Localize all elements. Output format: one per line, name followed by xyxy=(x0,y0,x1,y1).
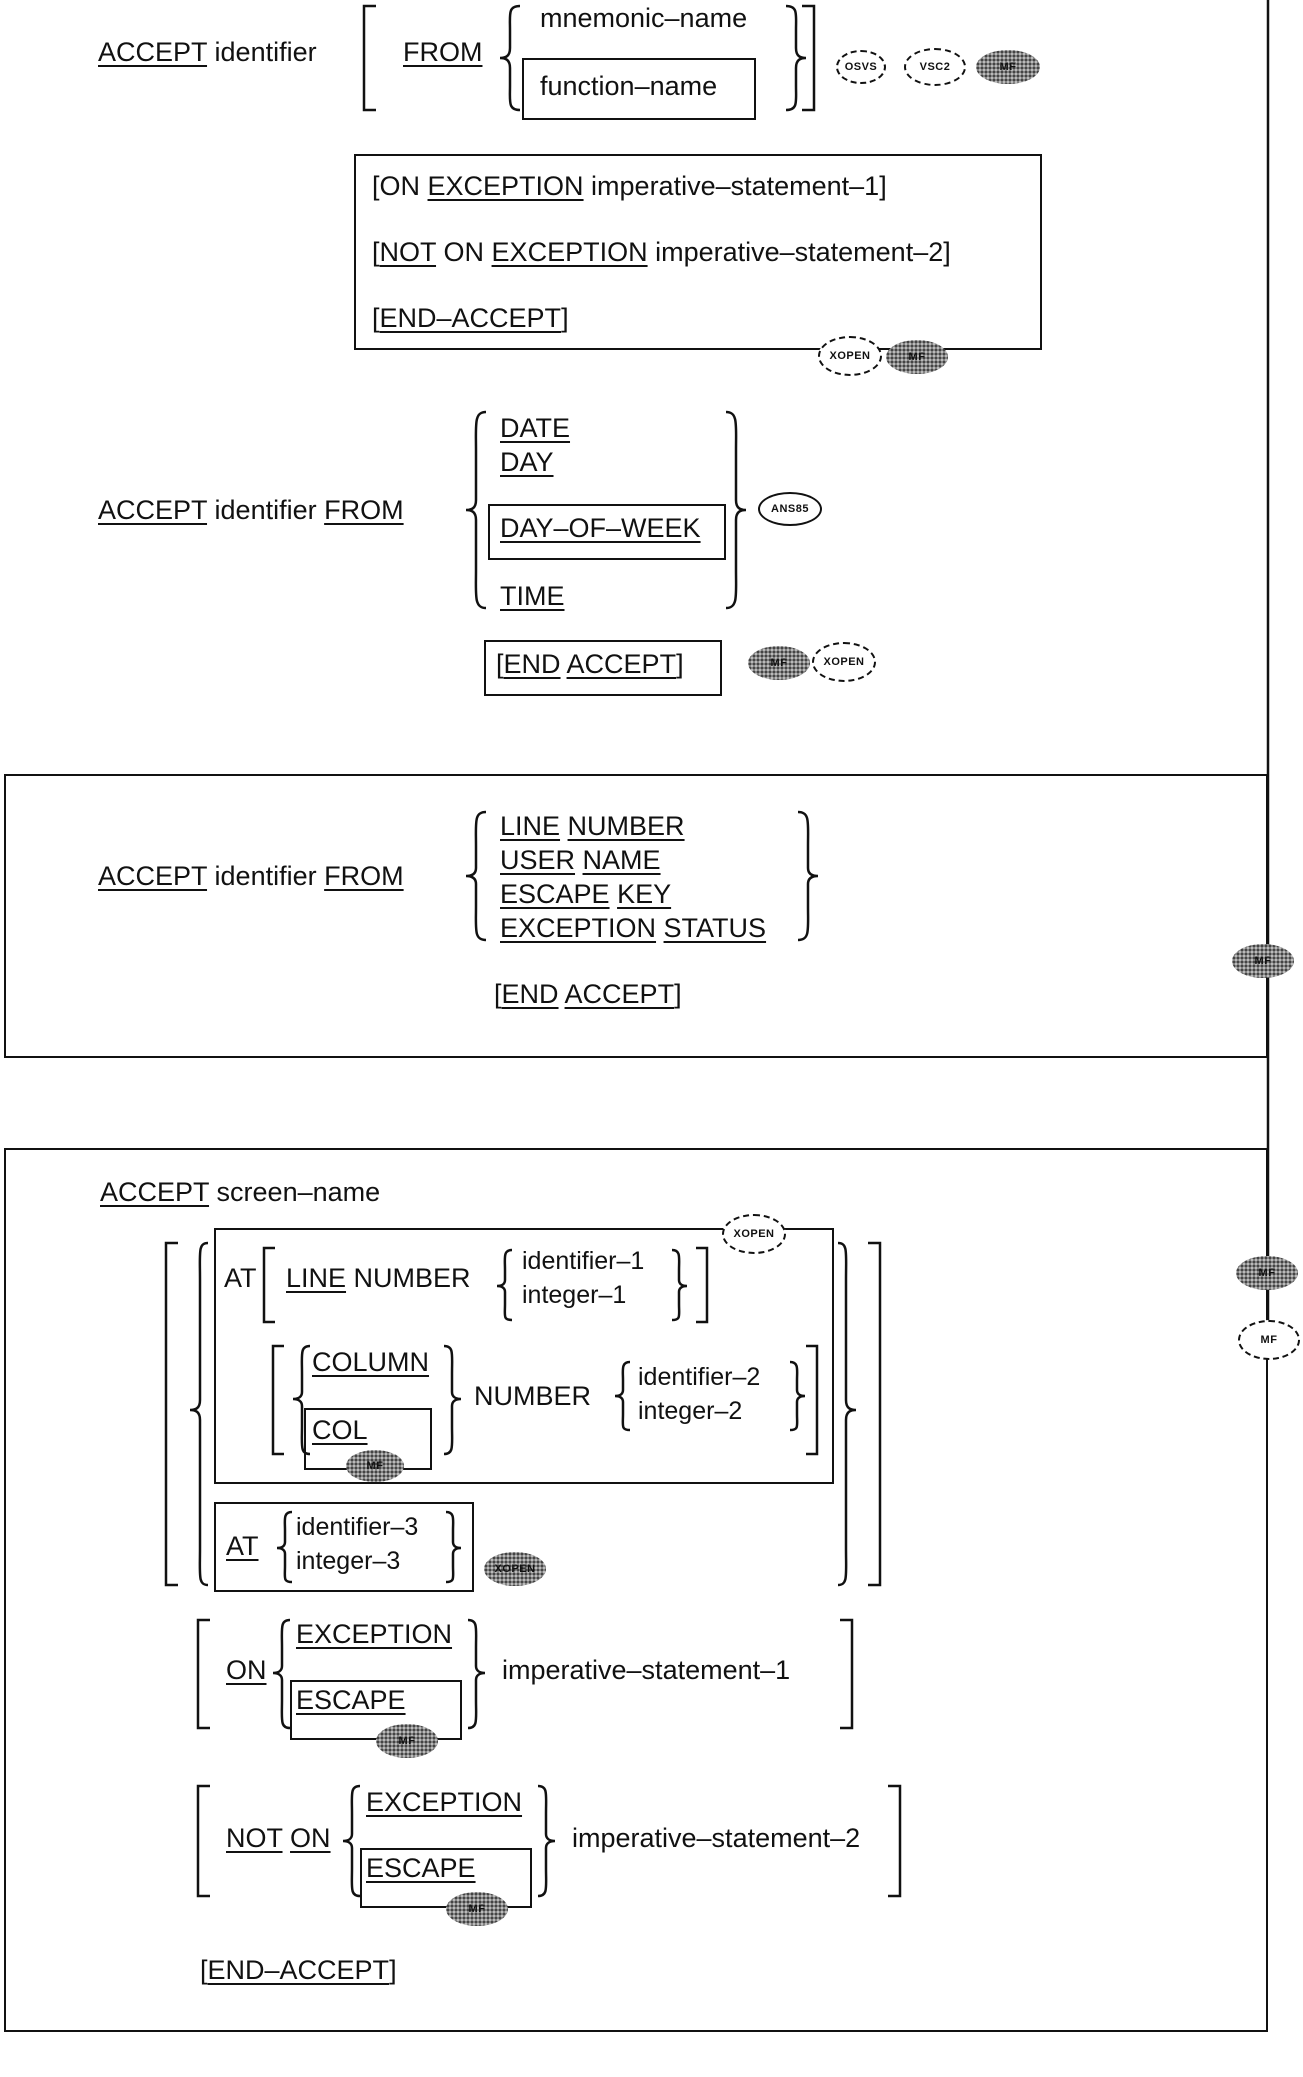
d1-on-exception-line: [ON EXCEPTION imperative–statement–1] xyxy=(372,171,887,201)
brace-left xyxy=(499,4,521,112)
brace-right xyxy=(785,4,807,112)
d4-exception-keyword-2: EXCEPTION xyxy=(366,1787,523,1817)
d4-identifier-1: identifier–1 xyxy=(522,1247,645,1275)
d4-at-identifier-3-box xyxy=(214,1502,474,1592)
d1-from-keyword: FROM xyxy=(403,37,483,67)
osvs-badge: OSVS xyxy=(836,50,886,84)
d4-escape-keyword: ESCAPE xyxy=(296,1685,406,1715)
d4-imperative-statement-1: imperative–statement–1 xyxy=(502,1655,791,1685)
d4-at-line-box xyxy=(214,1228,834,1484)
d4-identifier-3: identifier–3 xyxy=(296,1513,419,1541)
d4-col-keyword: COL xyxy=(312,1415,368,1445)
d2-option-time: TIME xyxy=(500,581,565,611)
d4-on-keyword: ON xyxy=(226,1655,267,1685)
d2-option-day: DAY xyxy=(500,447,554,477)
d1-exception-panel xyxy=(354,154,1042,350)
d4-end-accept: [END–ACCEPT] xyxy=(200,1955,397,1985)
mf-badge: XOPEN xyxy=(484,1552,546,1586)
d4-number-keyword: NUMBER xyxy=(474,1381,592,1411)
d1-function-name: function–name xyxy=(540,71,718,101)
d2-option-date: DATE xyxy=(500,413,571,443)
mf-badge: MF xyxy=(446,1892,508,1926)
d1-mnemonic-name: mnemonic–name xyxy=(540,3,748,33)
mf-badge: MF xyxy=(976,50,1040,84)
d4-imperative-statement-2: imperative–statement–2 xyxy=(572,1823,861,1853)
vsc2-badge: VSC2 xyxy=(904,48,966,86)
mf-badge: MF xyxy=(886,340,948,374)
d1-accept-keyword: ACCEPT identifier xyxy=(98,37,317,67)
ans85-badge: ANS85 xyxy=(758,492,822,526)
d4-not-on-keyword: NOT ON xyxy=(226,1823,331,1853)
d4-escape-keyword-2: ESCAPE xyxy=(366,1853,476,1883)
d4-accept-screen-name: ACCEPT screen–name xyxy=(100,1177,381,1207)
d3-accept-line: ACCEPT identifier FROM xyxy=(98,861,404,891)
xopen-badge: XOPEN xyxy=(812,642,876,682)
mf-badge: MF xyxy=(1236,1256,1298,1290)
brace-left xyxy=(465,410,487,610)
d4-integer-2: integer–2 xyxy=(638,1397,743,1425)
d4-identifier-2: identifier–2 xyxy=(638,1363,761,1391)
d2-end-accept-box xyxy=(484,640,722,696)
d2-end-accept: [END ACCEPT] xyxy=(496,649,684,679)
d4-panel xyxy=(4,1148,1268,2032)
mf-badge: MF xyxy=(1232,944,1294,978)
d2-accept-line: ACCEPT identifier FROM xyxy=(98,495,404,525)
xopen-badge: MF xyxy=(1238,1320,1300,1360)
bracket-right xyxy=(802,4,816,112)
d3-panel xyxy=(4,774,1268,1058)
d3-option-escape-key: ESCAPE KEY xyxy=(500,879,672,909)
d1-not-on-exception-line: [NOT ON EXCEPTION imperative–statement–2… xyxy=(372,237,951,267)
d4-at-keyword: AT xyxy=(224,1263,257,1293)
mf-badge: MF xyxy=(376,1724,438,1758)
d4-column-keyword: COLUMN xyxy=(312,1347,430,1377)
d2-option-day-of-week: DAY–OF–WEEK xyxy=(500,513,701,543)
d4-integer-3: integer–3 xyxy=(296,1547,401,1575)
d4-exception-keyword: EXCEPTION xyxy=(296,1619,453,1649)
d4-integer-1: integer–1 xyxy=(522,1281,627,1309)
d1-end-accept-line: [END–ACCEPT] xyxy=(372,303,569,333)
mf-badge: MF xyxy=(748,646,810,680)
bracket-left xyxy=(362,4,376,112)
d4-line-number: LINE NUMBER xyxy=(286,1263,471,1293)
d3-end-accept: [END ACCEPT] xyxy=(494,979,682,1009)
d3-option-line-number: LINE NUMBER xyxy=(500,811,685,841)
d2-day-of-week-box xyxy=(488,504,726,560)
xopen-badge: XOPEN xyxy=(818,336,882,376)
d4-at-keyword-2: AT xyxy=(226,1531,259,1561)
d1-function-name-box xyxy=(522,58,756,120)
mf-badge: MF xyxy=(346,1450,404,1482)
brace-right xyxy=(725,410,747,610)
d3-option-user-name: USER NAME xyxy=(500,845,661,875)
xopen-badge: XOPEN xyxy=(722,1214,786,1254)
d3-option-exception-status: EXCEPTION STATUS xyxy=(500,913,767,943)
